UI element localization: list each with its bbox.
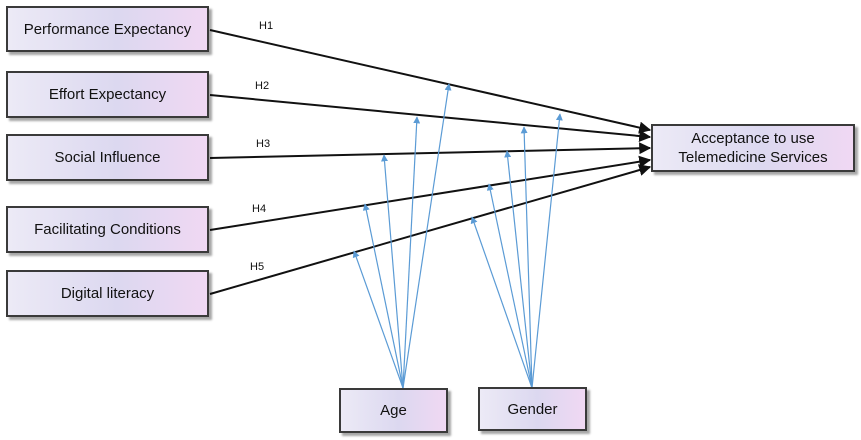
construct-digital-literacy: Digital literacy xyxy=(6,270,209,317)
arrow-h5 xyxy=(209,164,652,295)
age-arrow-h5 xyxy=(352,250,404,389)
gender-arrow-h2 xyxy=(520,126,533,389)
age-arrow-h4 xyxy=(362,203,404,389)
main-arrows xyxy=(209,29,652,295)
age-arrow-h3 xyxy=(381,154,404,389)
moderator-label: Gender xyxy=(507,400,558,418)
age-arrow-h2 xyxy=(402,116,421,389)
gender-arrow-h4 xyxy=(486,183,533,389)
construct-effort-expectancy: Effort Expectancy xyxy=(6,71,209,118)
arrow-h4 xyxy=(209,155,652,231)
construct-label: Digital literacy xyxy=(60,285,155,302)
construct-social-influence: Social Influence xyxy=(6,134,209,181)
gender-arrow-h5 xyxy=(470,216,533,389)
arrow-h2 xyxy=(209,94,652,142)
hypothesis-label-h4: H4 xyxy=(252,203,267,215)
outcome-label-line2: Telemedicine Services xyxy=(678,149,828,166)
hypothesis-label-h2: H2 xyxy=(255,80,270,92)
arrow-h3 xyxy=(209,142,652,159)
outcome-acceptance-telemedicine: Acceptance to use Telemedicine Services xyxy=(651,124,855,172)
arrow-h1 xyxy=(209,29,652,134)
construct-label: Facilitating Conditions xyxy=(34,221,181,238)
construct-performance-expectancy: Performance Expectancy xyxy=(6,6,209,52)
moderator-label: Age xyxy=(380,402,407,419)
hypothesis-label-h5: H5 xyxy=(250,261,265,273)
moderator-gender: Gender xyxy=(478,387,587,431)
construct-label: Effort Expectancy xyxy=(48,86,167,103)
hypothesis-label-h1: H1 xyxy=(259,20,274,32)
age-moderator-arrows xyxy=(352,83,452,389)
hypothesis-label-h3: H3 xyxy=(256,138,271,150)
age-arrow-h1 xyxy=(402,83,452,389)
gender-arrow-h1 xyxy=(531,113,563,389)
construct-facilitating-conditions: Facilitating Conditions xyxy=(6,206,209,253)
gender-arrow-h3 xyxy=(504,150,533,389)
construct-label: Performance Expectancy xyxy=(23,20,192,38)
outcome-label-line1: Acceptance to use xyxy=(691,130,815,147)
construct-label: Social Influence xyxy=(54,149,161,166)
moderator-age: Age xyxy=(339,388,448,433)
gender-moderator-arrows xyxy=(470,113,563,389)
